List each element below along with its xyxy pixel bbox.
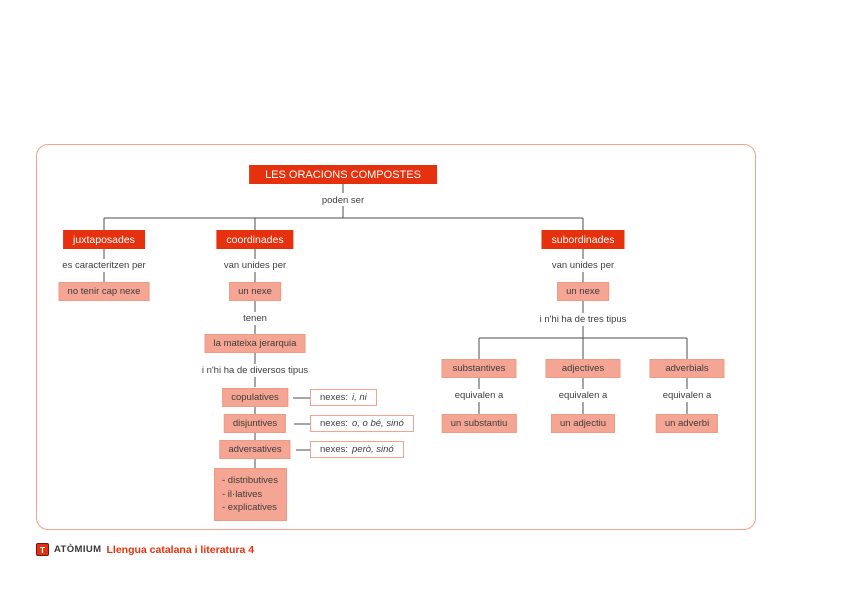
coordinades-jerarquia-box: la mateixa jerarquia [204,334,306,353]
brand-name: ATÒMIUM [54,544,102,555]
nexes-value: però, sinó [352,444,394,455]
subordinades-tipus-label: i n'hi ha de tres tipus [539,314,627,325]
nexes-prefix: nexes: [320,418,348,429]
nexes-value: o, o bé, sinó [352,418,404,429]
diagram-frame [36,144,756,530]
disjuntives-nexes-box: nexes: o, o bé, sinó [310,415,414,432]
other-type-item: - explicatives [222,502,277,513]
coordinades-nexe-box: un nexe [229,282,281,301]
nexes-value: i, ni [352,392,367,403]
coordinades-other-types-box: - distributives - il·latives - explicati… [214,468,287,521]
coordinades-tipus-label: i n'hi ha de diversos tipus [201,365,309,376]
coordinades-type-copulatives-box: copulatives [222,388,288,407]
subordinades-type-substantives-box: substantives [441,359,517,378]
nexes-prefix: nexes: [320,444,348,455]
copulatives-nexes-box: nexes: i, ni [310,389,377,406]
coordinades-type-disjuntives-box: disjuntives [223,414,287,433]
adjectives-equival-label: equivalen a [558,390,608,401]
branch-juxtaposades-box: juxtaposades [63,230,145,249]
substantives-equival-label: equivalen a [454,390,504,401]
adverbials-equival-label: equivalen a [662,390,712,401]
adverbials-result-box: un adverbi [655,414,719,433]
atomium-logo-icon: T [36,543,49,556]
coordinades-type-adversatives-box: adversatives [219,440,291,459]
adjectives-result-box: un adjectiu [551,414,615,433]
substantives-result-box: un substantiu [441,414,517,433]
branch-subordinades-box: subordinades [541,230,625,249]
adversatives-nexes-box: nexes: però, sinó [310,441,404,458]
branch-coordinades-box: coordinades [216,230,294,249]
other-type-item: - il·latives [222,488,263,500]
root-title-box: LES ORACIONS COMPOSTES [249,165,437,184]
subordinades-type-adjectives-box: adjectives [545,359,621,378]
subordinades-type-adverbials-box: adverbials [649,359,725,378]
subject-title: Llengua catalana i literatura 4 [106,543,255,556]
juxtaposades-connector-label: es caracteritzen per [62,260,146,271]
coordinades-connector-label: van unides per [223,260,287,271]
subordinades-nexe-box: un nexe [557,282,609,301]
juxtaposades-result-box: no tenir cap nexe [58,282,150,301]
root-connector-label: poden ser [321,195,365,206]
coordinades-tenen-label: tenen [243,313,267,324]
other-type-item: - distributives [222,475,278,486]
footer: T ATÒMIUM Llengua catalana i literatura … [36,543,254,556]
subordinades-connector-label: van unides per [551,260,615,271]
nexes-prefix: nexes: [320,392,348,403]
